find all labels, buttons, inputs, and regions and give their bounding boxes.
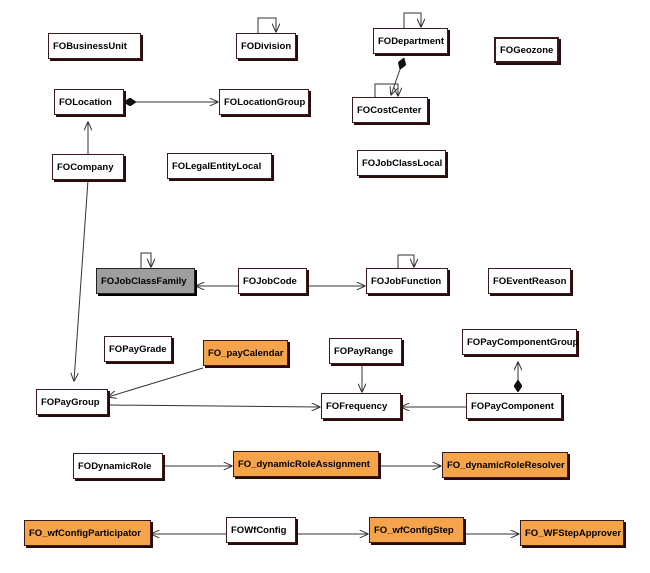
node-wfconfigstep[interactable]: FO_wfConfigStep <box>369 517 464 543</box>
node-paycalendar[interactable]: FO_payCalendar <box>203 340 288 366</box>
jobfunction-self-loop <box>397 254 414 268</box>
node-location[interactable]: FOLocation <box>54 89 124 115</box>
node-businessunit[interactable]: FOBusinessUnit <box>48 33 141 59</box>
node-wfconfigparticipator[interactable]: FO_wfConfigParticipator <box>24 520 151 546</box>
node-geozone[interactable]: FOGeozone <box>494 37 559 63</box>
node-dynamicrole[interactable]: FODynamicRole <box>73 453 163 479</box>
jobclassfamily-self-loop <box>140 252 151 268</box>
node-costcenter[interactable]: FOCostCenter <box>352 97 428 123</box>
paycalendar-paygroup-edge <box>108 367 204 397</box>
node-jobfunction[interactable]: FOJobFunction <box>366 268 448 294</box>
node-jobclasslocal[interactable]: FOJobClassLocal <box>357 150 446 176</box>
paygroup-frequency-edge <box>107 405 320 407</box>
node-payrange[interactable]: FOPayRange <box>329 338 402 364</box>
node-legalentitylocal[interactable]: FOLegalEntityLocal <box>167 153 272 179</box>
node-eventreason[interactable]: FOEventReason <box>488 268 571 294</box>
division-self-loop <box>257 17 276 33</box>
node-wfconfig[interactable]: FOWfConfig <box>226 517 296 543</box>
department-costcenter-edge <box>391 58 404 95</box>
company-paygroup-edge <box>74 179 89 381</box>
node-jobclassfamily[interactable]: FOJobClassFamily <box>96 268 195 294</box>
node-dynamicroleassignment[interactable]: FO_dynamicRoleAssignment <box>233 451 379 477</box>
node-paycomponentgroup[interactable]: FOPayComponentGroup <box>462 329 578 355</box>
node-frequency[interactable]: FOFrequency <box>321 393 401 419</box>
node-paygrade[interactable]: FOPayGrade <box>104 336 172 362</box>
node-division[interactable]: FODivision <box>236 33 296 59</box>
node-department[interactable]: FODepartment <box>373 28 448 54</box>
node-paygroup[interactable]: FOPayGroup <box>36 389 108 415</box>
node-dynamicroleresolver[interactable]: FO_dynamicRoleResolver <box>442 452 568 478</box>
node-wfstepapprover[interactable]: FO_WFStepApprover <box>520 520 624 546</box>
node-locationgroup[interactable]: FOLocationGroup <box>219 89 309 115</box>
node-jobcode[interactable]: FOJobCode <box>238 268 307 294</box>
node-paycomponent[interactable]: FOPayComponent <box>466 393 562 419</box>
department-self-loop <box>403 12 421 28</box>
node-company[interactable]: FOCompany <box>52 154 124 180</box>
